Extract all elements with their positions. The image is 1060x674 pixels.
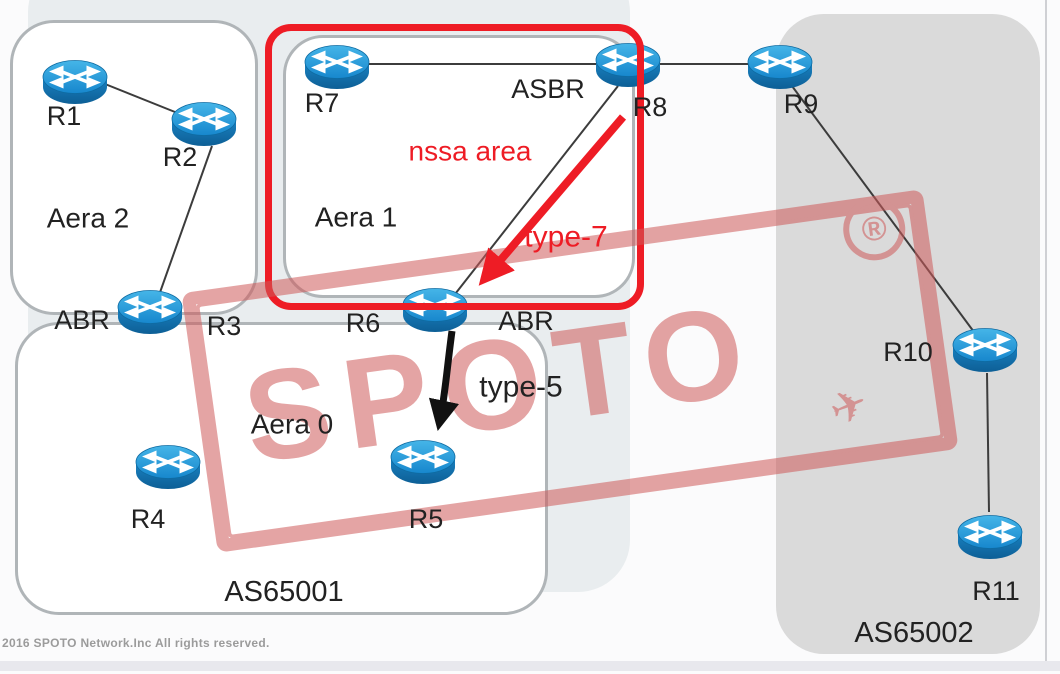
- bottom-band: [0, 661, 1060, 671]
- label-r10: R10: [883, 337, 933, 368]
- router-r11-icon: [957, 514, 1023, 560]
- router-r5-icon: [390, 439, 456, 485]
- router-r3-icon: [117, 289, 183, 335]
- label-r2: R2: [162, 142, 198, 173]
- label-r5: R5: [408, 504, 444, 535]
- label-nssa-area: nssa area: [408, 135, 532, 167]
- copyright-text: 2016 SPOTO Network.Inc All rights reserv…: [2, 636, 270, 650]
- label-r1: R1: [46, 101, 82, 132]
- label-r11: R11: [972, 576, 1020, 607]
- router-r10-icon: [952, 327, 1018, 373]
- nssa-area-highlight-box: [265, 24, 644, 310]
- area0-box: [15, 322, 548, 615]
- router-r2-icon: [171, 101, 237, 147]
- label-r8: R8: [632, 92, 668, 123]
- label-abr-right: ABR: [498, 306, 554, 337]
- label-type5: type-5: [479, 370, 563, 404]
- label-asbr: ASBR: [511, 74, 585, 105]
- label-r4: R4: [130, 504, 166, 535]
- router-r1-icon: [42, 59, 108, 105]
- label-r6: R6: [345, 308, 381, 339]
- label-as65001: AS65001: [224, 576, 344, 609]
- slide-right-border: [1045, 0, 1047, 661]
- label-as65002: AS65002: [854, 617, 974, 650]
- label-area2: Aera 2: [46, 202, 130, 234]
- router-r4-icon: [135, 444, 201, 490]
- label-r3: R3: [206, 311, 242, 342]
- label-area1: Aera 1: [314, 201, 398, 233]
- label-r9: R9: [783, 89, 819, 120]
- label-area0: Aera 0: [250, 408, 334, 440]
- label-abr-left: ABR: [54, 305, 110, 336]
- label-r7: R7: [304, 88, 340, 119]
- router-r9-icon: [747, 44, 813, 90]
- label-type7: type-7: [524, 220, 608, 254]
